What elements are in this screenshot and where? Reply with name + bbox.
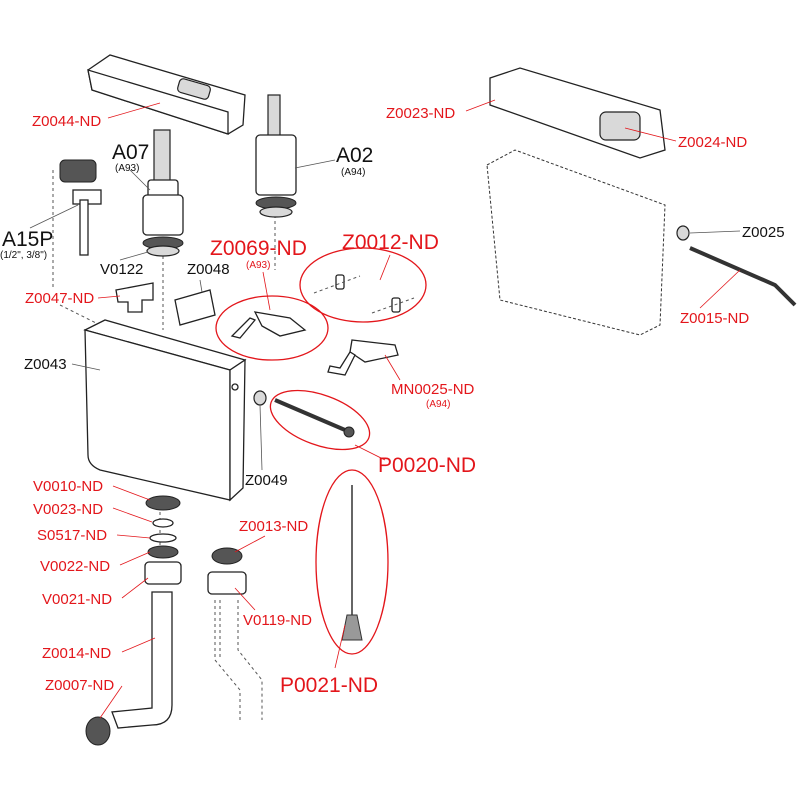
outlet-parts-right[interactable]	[207, 547, 263, 720]
label-a02-sub: (A94)	[341, 167, 365, 178]
label-z0015: Z0015-ND	[680, 310, 749, 327]
clip-z0047[interactable]	[115, 282, 154, 313]
label-p0021: P0021-ND	[280, 674, 378, 697]
label-z0047: Z0047-ND	[25, 290, 94, 307]
label-a15p: A15P	[2, 228, 53, 251]
label-v0021: V0021-ND	[42, 591, 112, 608]
label-z0049: Z0049	[245, 472, 288, 489]
flush-valve-a07[interactable]	[142, 129, 184, 257]
label-z0069-sub: (A93)	[246, 260, 270, 271]
label-z0044: Z0044-ND	[32, 113, 101, 130]
nut-z0049[interactable]	[253, 390, 267, 406]
label-z0014: Z0014-ND	[42, 645, 111, 662]
nut-z0025[interactable]	[676, 225, 690, 241]
chain-p0021[interactable]	[315, 469, 389, 655]
label-mn0025-sub: (A94)	[426, 399, 450, 410]
label-v0023: V0023-ND	[33, 501, 103, 518]
label-z0043: Z0043	[24, 356, 67, 373]
label-a15p-sub: (1/2", 3/8")	[0, 250, 47, 261]
cistern-z0043[interactable]	[83, 319, 247, 502]
bracket-z0048[interactable]	[174, 279, 216, 326]
label-v0122: V0122	[100, 261, 143, 278]
label-z0069: Z0069-ND	[210, 237, 307, 260]
label-s0517: S0517-ND	[37, 527, 107, 544]
flush-valve-a02[interactable]	[255, 94, 297, 218]
screws-z0012[interactable]	[299, 247, 427, 323]
lever-mn0025[interactable]	[327, 339, 399, 376]
label-z0025: Z0025	[742, 224, 785, 241]
label-a07: A07	[112, 141, 149, 164]
cover-z0044[interactable]	[87, 54, 246, 135]
label-a02: A02	[336, 144, 373, 167]
label-z0007: Z0007-ND	[45, 677, 114, 694]
handle-z0015[interactable]	[689, 246, 797, 307]
label-v0119: V0119-ND	[243, 612, 312, 629]
label-z0048: Z0048	[187, 261, 230, 278]
outlet-parts-left[interactable]	[85, 495, 182, 746]
label-p0020: P0020-ND	[378, 454, 476, 477]
cistern-z0023[interactable]	[486, 67, 666, 336]
rod-p0020[interactable]	[263, 379, 378, 462]
label-mn0025: MN0025-ND	[391, 381, 475, 398]
lever-z0069[interactable]	[215, 295, 329, 361]
part-labels: Z0044-ND A07 (A93) A02 (A94) A15P (1/2",…	[0, 105, 785, 697]
leader-lines	[29, 99, 741, 719]
label-z0024: Z0024-ND	[678, 134, 747, 151]
label-z0012: Z0012-ND	[342, 231, 439, 254]
label-z0023: Z0023-ND	[386, 105, 455, 122]
label-z0013: Z0013-ND	[239, 518, 308, 535]
label-v0010: V0010-ND	[33, 478, 103, 495]
fill-valve-a15p[interactable]	[59, 159, 102, 256]
label-v0022: V0022-ND	[40, 558, 110, 575]
label-a07-sub: (A93)	[115, 163, 139, 174]
